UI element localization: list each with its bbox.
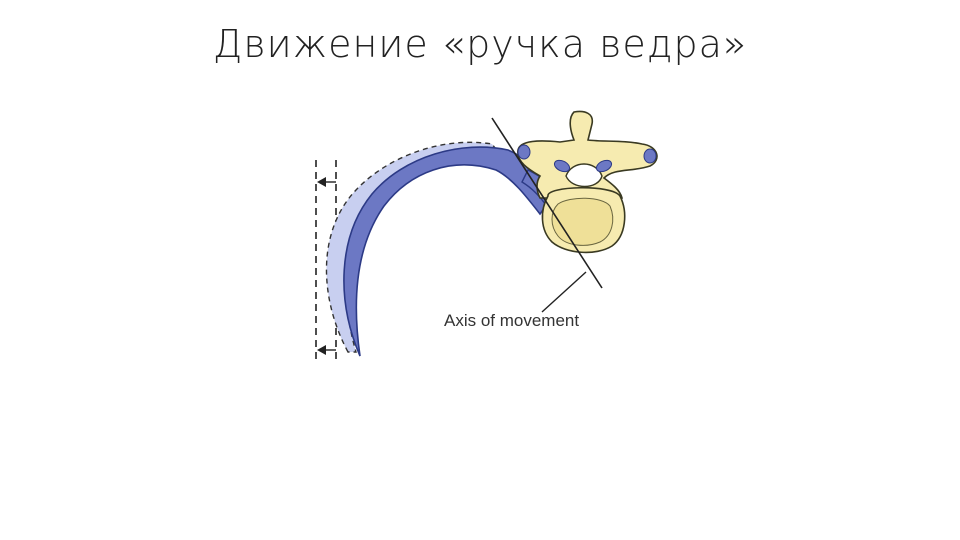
lower-displacement-arrow	[317, 345, 336, 355]
axis-of-movement-line	[491, 117, 603, 289]
vertebra-arch	[517, 110, 658, 199]
left-costal-facet	[553, 159, 571, 173]
caption-leader-line	[541, 271, 587, 313]
vertebra	[517, 110, 658, 254]
vertebral-foramen	[565, 163, 603, 188]
vertebral-body-inner-ring	[551, 197, 614, 246]
right-costal-facet	[595, 159, 613, 173]
transverse-process-facet	[643, 148, 657, 164]
left-transverse-facet	[517, 144, 531, 160]
upper-displacement-arrow	[317, 177, 336, 187]
axis-caption: Axis of movement	[444, 311, 579, 330]
slide-title: Движение «ручка ведра»	[212, 22, 748, 66]
